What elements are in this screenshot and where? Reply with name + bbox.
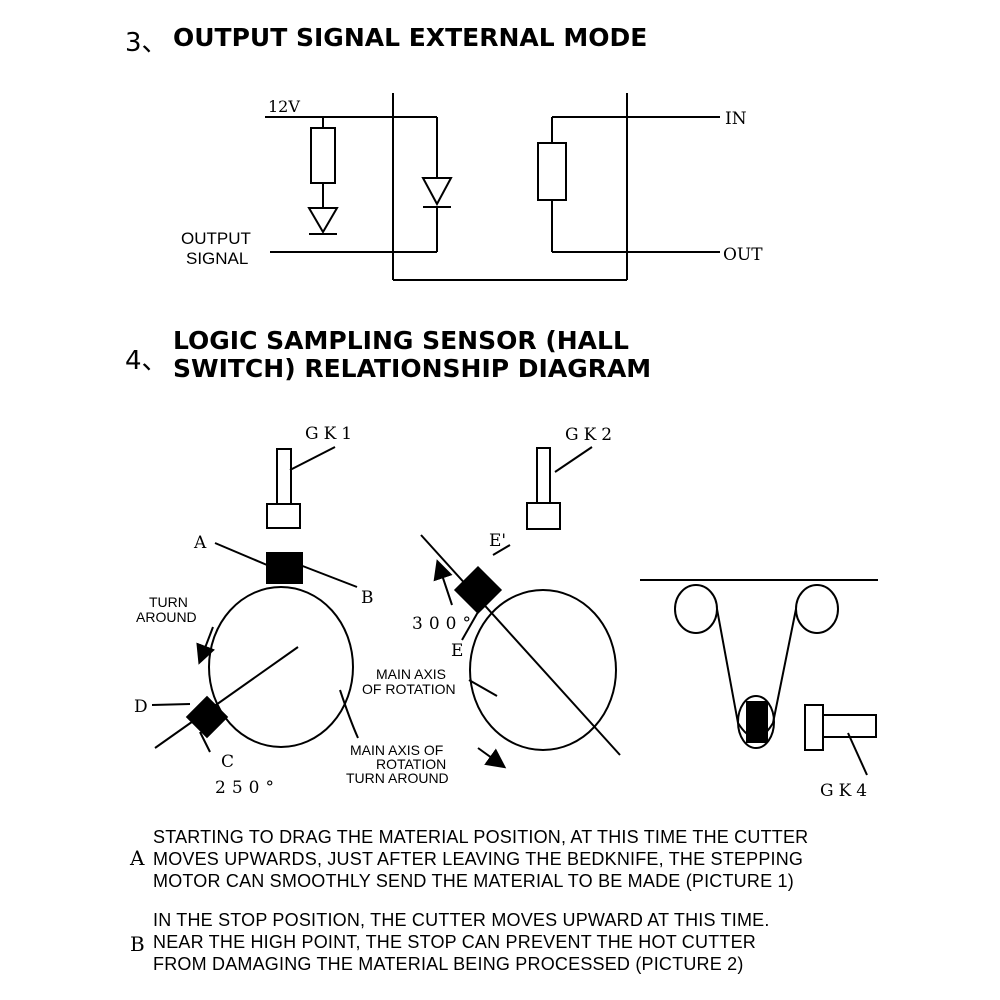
roller-left xyxy=(674,584,718,634)
out-terminal-label: OUT xyxy=(723,245,763,265)
in-terminal-label: IN xyxy=(725,109,747,129)
rotating-disc-2 xyxy=(469,589,617,751)
dancer-magnet xyxy=(746,701,768,743)
supply-voltage-label: 12V xyxy=(268,97,300,116)
point-d-label: D xyxy=(134,697,148,717)
gk2-sensor-stem xyxy=(536,447,551,504)
led-symbol xyxy=(307,207,339,234)
dancer-roller xyxy=(737,695,775,749)
main-axis-label-line1: MAIN AXIS xyxy=(376,666,447,682)
internal-resistor xyxy=(537,142,567,201)
turn-around-label-line2: AROUND xyxy=(136,609,197,625)
picture-2 xyxy=(420,446,621,769)
gk4-sensor-body xyxy=(822,714,877,738)
point-e-prime-label: E' xyxy=(489,531,507,551)
note-b-line2: NEAR THE HIGH POINT, THE STOP CAN PREVEN… xyxy=(153,932,756,952)
axis-turn-label-line1: MAIN AXIS OF xyxy=(350,742,444,758)
gk2-sensor-body xyxy=(526,502,561,530)
output-circuit xyxy=(265,93,720,281)
section4-title-line2: SWITCH) RELATIONSHIP DIAGRAM xyxy=(173,354,652,383)
gk1-sensor-stem xyxy=(276,448,292,505)
axis-turn-label-line3: TURN AROUND xyxy=(346,770,449,786)
gk1-sensor-body xyxy=(266,503,301,529)
magnet-block-top xyxy=(266,552,303,584)
magnet-block-e xyxy=(453,565,503,615)
rotating-disc-1 xyxy=(208,586,354,748)
roller-right xyxy=(795,584,839,634)
angle-250-label: 250° xyxy=(215,778,280,798)
note-a-line3: MOTOR CAN SMOOTHLY SEND THE MATERIAL TO … xyxy=(153,871,794,891)
rotation-axis-1 xyxy=(154,646,299,749)
gk4-sensor-head xyxy=(804,704,824,751)
note-a-letter: A xyxy=(130,846,145,870)
section3-title: OUTPUT SIGNAL EXTERNAL MODE xyxy=(173,23,648,52)
note-b-letter: B xyxy=(130,932,145,956)
note-a-text: STARTING TO DRAG THE MATERIAL POSITION, … xyxy=(153,826,913,892)
picture-3 xyxy=(640,579,878,776)
gk1-label: GK1 xyxy=(305,424,358,444)
turn-around-label-line1: TURN xyxy=(149,594,188,610)
output-signal-label-line1: OUTPUT xyxy=(181,229,251,248)
note-a-line1: STARTING TO DRAG THE MATERIAL POSITION, … xyxy=(153,827,809,847)
point-c-label: C xyxy=(221,752,235,772)
point-a-label: A xyxy=(194,533,207,553)
note-b-line3: FROM DAMAGING THE MATERIAL BEING PROCESS… xyxy=(153,954,744,974)
section3-number: 3、 xyxy=(125,28,168,58)
output-signal-label-line2: SIGNAL xyxy=(186,249,249,268)
turn-around-arrow xyxy=(196,626,216,665)
angle-arrow-up xyxy=(433,559,453,606)
gk2-label: GK2 xyxy=(565,425,618,445)
section4-number: 4、 xyxy=(125,346,168,376)
note-a-line2: MOVES UPWARDS, JUST AFTER LEAVING THE BE… xyxy=(153,849,804,869)
section4-title-line1: LOGIC SAMPLING SENSOR (HALL xyxy=(173,326,629,355)
point-b-label: B xyxy=(361,588,374,608)
point-e-label: E xyxy=(451,641,464,661)
note-b-line1: IN THE STOP POSITION, THE CUTTER MOVES U… xyxy=(153,910,770,930)
pull-up-resistor xyxy=(310,127,336,184)
rotation-axis-2 xyxy=(420,534,621,756)
angle-300-label: 300° xyxy=(412,614,477,634)
magnet-block-side xyxy=(185,695,229,739)
angle-arrow-down xyxy=(477,747,507,769)
internal-diode xyxy=(421,177,453,207)
gk4-label: GK4 xyxy=(820,781,873,801)
axis-turn-label-line2: ROTATION xyxy=(376,756,447,772)
picture-1 xyxy=(151,446,359,753)
note-b-text: IN THE STOP POSITION, THE CUTTER MOVES U… xyxy=(153,909,913,975)
main-axis-label-line2: OF ROTATION xyxy=(362,681,456,697)
